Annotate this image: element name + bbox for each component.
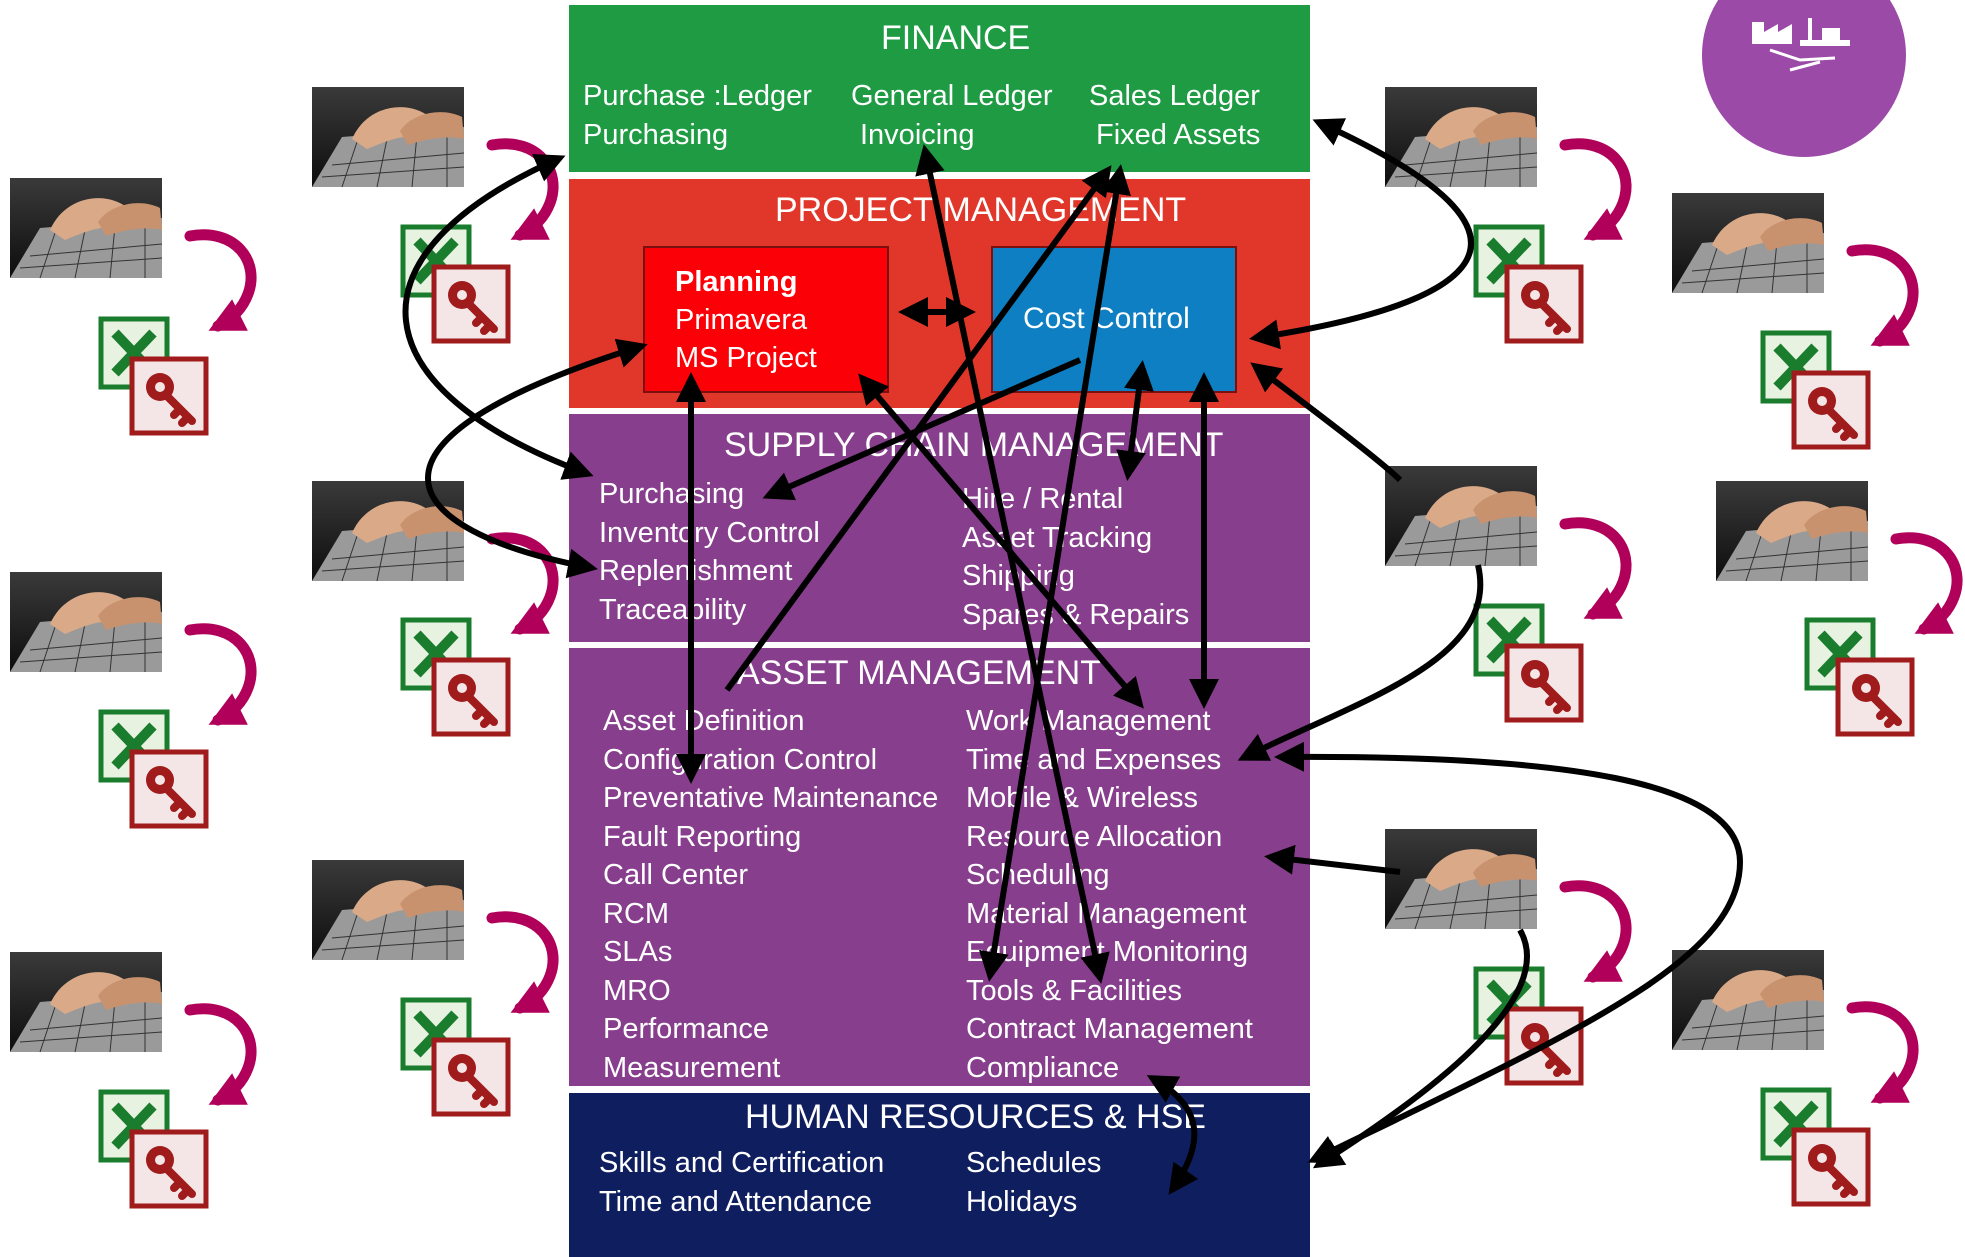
connector-arrow (425, 338, 648, 579)
planning-title: Planning (675, 266, 798, 298)
connector-arrows (402, 118, 1744, 1195)
curved-arrow-icon (1565, 523, 1626, 614)
access-key-icon (1794, 373, 1868, 447)
access-key-icon (132, 752, 206, 826)
icon-cluster (311, 86, 553, 341)
asset-management-item: RCM (603, 897, 670, 930)
asset-management-item: Fault Reporting (603, 820, 802, 853)
connector-arrow (1274, 741, 1744, 1163)
icon-cluster (9, 951, 251, 1206)
keyboard-hands-icon (1671, 949, 1825, 1051)
finance-item: Sales Ledger (1089, 80, 1260, 112)
industrial-plant-logo-icon (1702, 0, 1906, 157)
human-resources-title: HUMAN RESOURCES & HSE (745, 1098, 1206, 1136)
curved-arrow-icon (190, 235, 251, 326)
finance-item: Purchasing (583, 118, 729, 151)
asset-management-item: Contract Management (966, 1013, 1253, 1045)
finance-col1: Purchase :Ledger Purchasing (583, 77, 812, 154)
access-key-icon (434, 660, 508, 734)
curved-arrow-icon (190, 629, 251, 720)
asset-management-item: Preventative Maintenance (603, 782, 939, 814)
keyboard-hands-icon (1384, 828, 1538, 930)
connector-arrow (1146, 1075, 1199, 1195)
finance-col2: General Ledger Invoicing (851, 77, 1053, 154)
icon-cluster (9, 571, 251, 826)
access-key-icon (1838, 660, 1912, 734)
connector-arrow (1264, 844, 1401, 875)
asset-management-item: SLAs (603, 936, 673, 968)
planning-item: MS Project (675, 342, 817, 374)
curved-arrow-icon (1565, 144, 1626, 235)
keyboard-hands-icon (311, 480, 465, 582)
connector-arrow (858, 373, 1144, 709)
human-resources-item: Skills and Certification (599, 1147, 885, 1179)
icon-cluster (9, 177, 251, 433)
icon-cluster (1384, 465, 1626, 720)
keyboard-hands-icon (9, 177, 163, 279)
access-key-icon (1794, 1130, 1868, 1204)
human-resources-col1: Skills and Certification Time and Attend… (599, 1144, 884, 1221)
access-key-icon (1507, 267, 1581, 341)
access-key-icon (434, 1040, 508, 1114)
asset-management-item: Measurement (603, 1051, 781, 1084)
keyboard-hands-icon (9, 571, 163, 673)
supply-chain-item: Traceability (599, 593, 747, 626)
access-key-icon (132, 359, 206, 433)
icon-cluster (1671, 949, 1913, 1204)
finance-item: General Ledger (851, 80, 1053, 112)
curved-arrow-icon (1565, 886, 1626, 977)
planning-item: Primavera (675, 304, 808, 336)
human-resources-item: Schedules (966, 1147, 1102, 1179)
icon-cluster (1384, 828, 1626, 1083)
icon-cluster (1671, 192, 1913, 447)
asset-management-item: Call Center (603, 859, 749, 891)
asset-management-col1: Asset Definition Configuration Control P… (603, 702, 938, 1087)
finance-item: Fixed Assets (1096, 118, 1261, 151)
connector-arrow (1250, 362, 1403, 483)
finance-col3: Sales Ledger Fixed Assets (1089, 77, 1260, 154)
finance-item: Purchase :Ledger (583, 80, 812, 112)
keyboard-hands-icon (1384, 465, 1538, 567)
curved-arrow-icon (1852, 250, 1913, 341)
curved-arrow-icon (492, 917, 553, 1008)
access-key-icon (1507, 646, 1581, 720)
human-resources-item: Time and Attendance (599, 1185, 872, 1218)
access-key-icon (434, 267, 508, 341)
planning-box: Planning Primavera MS Project (643, 246, 889, 393)
keyboard-hands-icon (311, 859, 465, 961)
connector-arrow (1116, 360, 1154, 481)
human-resources-item: Holidays (966, 1185, 1078, 1218)
keyboard-hands-icon (311, 86, 465, 188)
curved-arrow-icon (1852, 1007, 1913, 1098)
keyboard-hands-icon (1671, 192, 1825, 294)
connector-arrow (979, 164, 1131, 982)
curved-arrow-icon (190, 1009, 251, 1100)
curved-arrow-icon (1896, 538, 1957, 629)
keyboard-hands-icon (9, 951, 163, 1053)
access-key-icon (132, 1132, 206, 1206)
icon-cluster (311, 480, 553, 734)
human-resources-col2: Schedules Holidays (966, 1144, 1101, 1221)
finance-title: FINANCE (881, 19, 1031, 57)
connector-arrow (402, 153, 594, 480)
connector-arrow (1249, 118, 1474, 350)
connector-arrow (762, 357, 1082, 501)
asset-management-item: MRO (603, 974, 671, 1007)
asset-management-item: Performance (603, 1013, 770, 1045)
asset-management-item: Compliance (966, 1051, 1120, 1084)
icon-cluster (311, 859, 553, 1114)
connector-arrow (1312, 928, 1530, 1169)
finance-panel: FINANCE Purchase :Ledger Purchasing Gene… (569, 5, 1310, 172)
asset-management-item: Configuration Control (603, 743, 878, 776)
connector-arrow (1237, 564, 1484, 761)
icon-cluster (1384, 86, 1626, 341)
icon-cluster (1715, 480, 1957, 734)
keyboard-hands-icon (1715, 480, 1869, 582)
